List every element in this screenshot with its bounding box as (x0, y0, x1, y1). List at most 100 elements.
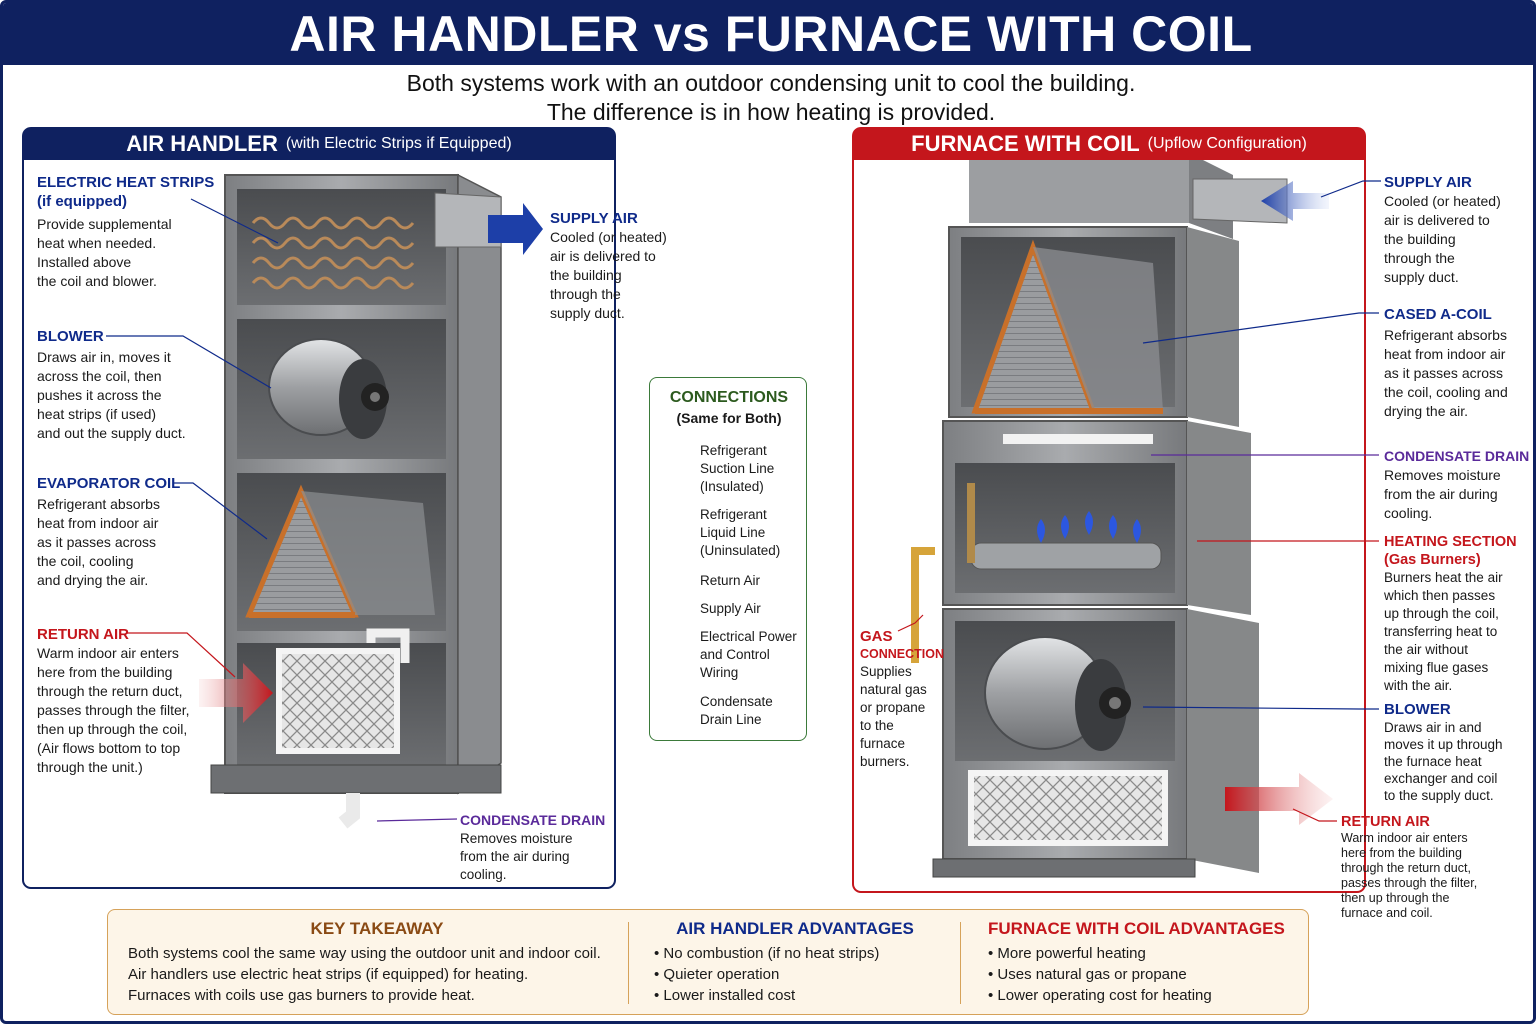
label-text: natural gas (860, 682, 927, 697)
label-text: and out the supply duct. (37, 425, 186, 441)
label-heading: SUPPLY AIR (1384, 174, 1472, 191)
furnace-header-sub: (Upflow Configuration) (1147, 135, 1307, 152)
air-handler-unit (210, 173, 502, 829)
furnace-header-title: FURNACE WITH COIL (911, 131, 1140, 156)
label-ah-return-air: RETURN AIR Warm indoor air enters here f… (37, 625, 190, 777)
label-text: up through the coil, (1384, 606, 1499, 621)
intro-line-1: Both systems work with an outdoor conden… (406, 70, 1136, 96)
label-text: Refrigerant absorbs (37, 496, 160, 512)
blower-illustration (268, 338, 389, 439)
label-text: through the return duct, (1341, 861, 1471, 875)
fc-advantages-title: FURNACE WITH COIL ADVANTAGES (988, 919, 1285, 938)
ah-return-air-arrow (199, 663, 273, 723)
label-text: Cooled (or heated) (550, 229, 667, 245)
label-text: the coil, cooling (37, 553, 134, 569)
page-title: AIR HANDLER vs FURNACE WITH COIL (289, 6, 1253, 62)
label-heading: RETURN AIR (1341, 814, 1430, 830)
label-text: through the (550, 286, 621, 302)
label-text: from the air during (1384, 486, 1498, 502)
label-text: as it passes across (37, 534, 157, 550)
legend-text: (Insulated) (700, 479, 764, 494)
label-text: which then passes (1384, 588, 1496, 603)
connections-legend: CONNECTIONS (Same for Both) Refrigerant … (649, 377, 807, 741)
label-text: Cooled (or heated) (1384, 193, 1501, 209)
label-heading: (Gas Burners) (1384, 552, 1481, 568)
label-ah-condensate: CONDENSATE DRAIN Removes moisture from t… (460, 811, 605, 884)
electric-heat-strips-illustration (251, 216, 415, 290)
label-ah-supply-air: SUPPLY AIR Cooled (or heated) air is del… (550, 209, 667, 323)
label-text: burners. (860, 754, 910, 769)
label-heading: CONDENSATE DRAIN (460, 812, 606, 828)
label-heading: GAS (860, 628, 893, 645)
ah-advantage-item: Lower installed cost (654, 985, 936, 1006)
label-text: exchanger and coil (1384, 771, 1498, 786)
label-cased-a-coil: CASED A-COIL Refrigerant absorbs heat fr… (1384, 305, 1508, 421)
label-text: passes through the filter, (37, 702, 190, 718)
label-text: then up through the coil, (37, 721, 188, 737)
label-text: pushes it across the (37, 387, 162, 403)
label-text: Refrigerant absorbs (1384, 327, 1507, 343)
label-text: the building (550, 267, 622, 283)
legend-text: Wiring (700, 665, 739, 680)
label-heading: SUPPLY AIR (550, 210, 638, 227)
legend-text: Return Air (700, 573, 761, 588)
label-heading: EVAPORATOR COIL (37, 475, 181, 492)
legend-item-supply-air: Supply Air (700, 600, 761, 618)
legend-text: Supply Air (700, 601, 761, 616)
label-text: heat from indoor air (1384, 346, 1506, 362)
label-heading: CONDENSATE DRAIN (1384, 448, 1530, 464)
label-text: from the air during (460, 849, 570, 864)
legend-item-electrical: Electrical Power and Control Wiring (700, 628, 797, 682)
label-text: here from the building (1341, 846, 1462, 860)
legend-item-liquid-line: Refrigerant Liquid Line (Uninsulated) (700, 506, 780, 560)
label-heading: BLOWER (37, 328, 104, 345)
label-text: passes through the filter, (1341, 876, 1478, 890)
summary-box: KEY TAKEAWAY Both systems cool the same … (107, 909, 1309, 1015)
label-heading: RETURN AIR (37, 626, 129, 643)
legend-item-condensate: Condensate Drain Line (700, 693, 773, 729)
legend-text: Refrigerant (700, 507, 767, 522)
legend-text: (Uninsulated) (700, 543, 781, 558)
label-text: Draws air in, moves it (37, 349, 171, 365)
label-text: and drying the air. (37, 572, 149, 588)
legend-text: Electrical Power (700, 629, 797, 644)
evaporator-coil-illustration (245, 484, 435, 618)
key-takeaway: KEY TAKEAWAY Both systems cool the same … (128, 918, 626, 1006)
label-text: the building (1384, 231, 1456, 247)
furnace-unit (911, 153, 1288, 878)
legend-text: Refrigerant (700, 443, 767, 458)
connections-title: CONNECTIONS (Same for Both) (650, 388, 808, 428)
label-text: Removes moisture (460, 831, 573, 846)
fc-advantage-item: Lower operating cost for heating (988, 985, 1288, 1006)
furnace-filter-illustration (968, 770, 1168, 846)
label-text: transferring heat to (1384, 624, 1498, 639)
connections-subtitle: (Same for Both) (676, 410, 782, 426)
label-text: drying the air. (1384, 403, 1469, 419)
cased-a-coil-illustration (971, 239, 1163, 414)
legend-text: Liquid Line (700, 525, 766, 540)
furnace-blower-illustration (984, 636, 1131, 751)
gas-burners-illustration (967, 483, 1162, 570)
label-heading: ELECTRIC HEAT STRIPS (37, 174, 215, 191)
divider (960, 922, 961, 1004)
intro-line-2: The difference is in how heating is prov… (546, 99, 996, 125)
key-takeaway-title: KEY TAKEAWAY (310, 919, 444, 938)
label-heating-section: HEATING SECTION (Gas Burners) Burners he… (1384, 533, 1517, 695)
label-text: supply duct. (550, 305, 625, 321)
label-text: moves it up through (1384, 737, 1503, 752)
furnace-advantages: FURNACE WITH COIL ADVANTAGES More powerf… (988, 918, 1288, 1006)
label-gas-connection: GAS CONNECTION Supplies natural gas or p… (860, 628, 944, 771)
label-text: furnace (860, 736, 906, 751)
label-text: mixing flue gases (1384, 660, 1489, 675)
air-handler-header-title: AIR HANDLER (126, 131, 278, 156)
legend-item-suction-line: Refrigerant Suction Line (Insulated) (700, 442, 774, 496)
label-fc-return-air: RETURN AIR Warm indoor air enters here f… (1341, 813, 1477, 921)
air-handler-header: AIR HANDLER (with Electric Strips if Equ… (23, 128, 615, 160)
label-text: through the (1384, 250, 1455, 266)
label-text: or propane (860, 700, 926, 715)
label-blower: BLOWER Draws air in, moves it across the… (37, 327, 186, 443)
label-text: heat when needed. (37, 235, 157, 251)
label-text: through the unit.) (37, 759, 143, 775)
label-text: as it passes across (1384, 365, 1504, 381)
